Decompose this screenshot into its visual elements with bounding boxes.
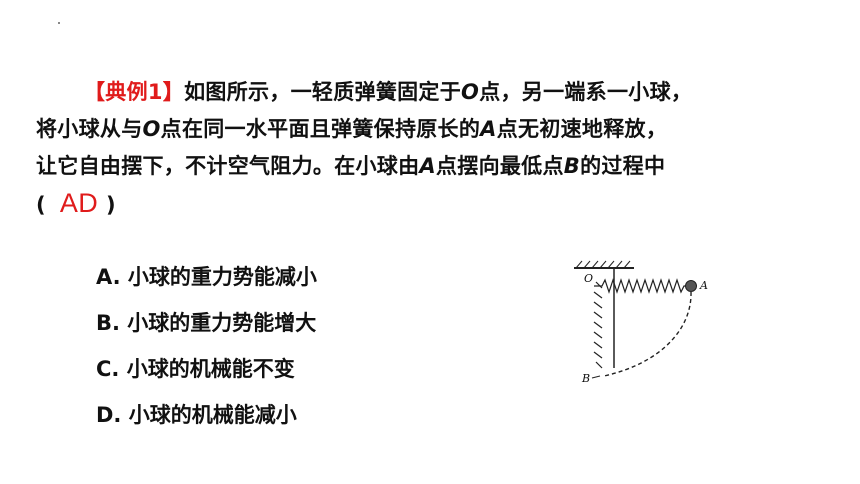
point-a-label: A: [419, 154, 436, 178]
decorative-dot: [58, 22, 60, 24]
stem-text: 点在同一水平面且弹簧保持原长的: [160, 117, 481, 141]
label-b: B: [581, 372, 590, 385]
ceiling-hatch: [575, 260, 631, 269]
question-stem: 【典例1】如图所示，一轻质弹簧固定于O点，另一端系一小球， 将小球从与O点在同一…: [36, 74, 836, 224]
label-o: O: [584, 272, 593, 285]
paren-close: ): [106, 193, 116, 217]
trajectory-path: [603, 291, 692, 377]
example-tag: 【典例1】: [84, 80, 185, 104]
stem-line-3: 让它自由摆下，不计空气阻力。在小球由A点摆向最低点B的过程中: [36, 148, 836, 185]
stem-text: 如图所示，一轻质弹簧固定于: [184, 80, 462, 104]
b-marker: [591, 375, 601, 379]
vertical-spring: [593, 281, 603, 369]
paren-open: (: [36, 193, 46, 217]
stem-line-1: 【典例1】如图所示，一轻质弹簧固定于O点，另一端系一小球，: [36, 74, 836, 111]
stem-line-2: 将小球从与O点在同一水平面且弹簧保持原长的A点无初速地释放，: [36, 111, 836, 148]
spring-pendulum-figure: O A B: [574, 260, 708, 385]
stem-text: 的过程中: [580, 154, 666, 178]
horizontal-spring: [594, 278, 686, 294]
stem-text: 点无初速地释放，: [496, 117, 668, 141]
stem-text: 点，另一端系一小球，: [479, 80, 693, 104]
stem-text: 让它自由摆下，不计空气阻力。在小球由: [36, 154, 420, 178]
options-list: A. 小球的重力势能减小 B. 小球的重力势能增大 C. 小球的机械能不变 D.…: [96, 254, 317, 438]
option-d: D. 小球的机械能减小: [96, 403, 297, 427]
label-a: A: [699, 279, 708, 292]
option-b: B. 小球的重力势能增大: [96, 311, 317, 335]
option-c: C. 小球的机械能不变: [96, 357, 295, 381]
ball-a: [685, 280, 697, 292]
point-b-label: B: [563, 154, 581, 178]
stem-text: 点摆向最低点: [435, 154, 564, 178]
option-a: A. 小球的重力势能减小: [96, 265, 317, 289]
point-o-label: O: [142, 117, 161, 141]
answer-text: AD: [59, 188, 99, 218]
point-o-label: O: [461, 80, 480, 104]
answer-line: ( AD): [36, 185, 836, 224]
point-a-label: A: [480, 117, 497, 141]
stem-text: 将小球从与: [36, 117, 143, 141]
